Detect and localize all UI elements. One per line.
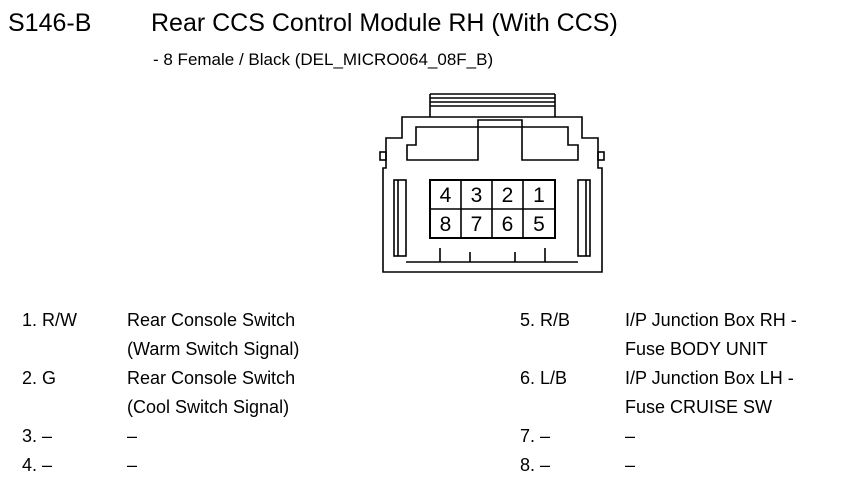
pin-description-line: I/P Junction Box RH - — [625, 310, 797, 330]
pin-number-4: 4 — [440, 184, 452, 207]
pin-description-line: Fuse BODY UNIT — [625, 339, 768, 359]
pin-description: Rear Console Switch (Cool Switch Signal) — [127, 367, 295, 425]
pin-circuit-label: 5. R/B — [520, 310, 571, 330]
connector-housing — [382, 116, 603, 273]
pin-entry: 1. R/W Rear Console Switch (Warm Switch Si… — [22, 309, 299, 367]
pin-description-line: Rear Console Switch — [127, 368, 296, 388]
pin-description-line: I/P Junction Box LH - — [625, 368, 794, 388]
pin-number-3: 3 — [471, 184, 483, 207]
pin-circuit-label: 3. – — [22, 426, 53, 446]
pin-number-8: 8 — [440, 213, 452, 236]
pin-description: – — [127, 425, 137, 454]
pin-entry: 7. – – — [520, 425, 797, 454]
pin-description-line: (Warm Switch Signal) — [127, 339, 300, 359]
pin-description-line: (Cool Switch Signal) — [127, 397, 290, 417]
pin-circuit-label: 6. L/B — [520, 368, 568, 388]
pin-circuit-label: 4. – — [22, 455, 53, 475]
pin-description: Rear Console Switch (Warm Switch Signal) — [127, 309, 299, 367]
pin-description: I/P Junction Box LH - Fuse CRUISE SW — [625, 367, 794, 425]
pin-list-left: 1. R/W Rear Console Switch (Warm Switch Si… — [22, 309, 299, 483]
pin-entry: 4. – – — [22, 454, 299, 483]
pin-entry: 5. R/B I/P Junction Box RH - Fuse BODY UNI… — [520, 309, 797, 367]
pin-entry: 2. G Rear Console Switch (Cool Switch Sign… — [22, 367, 299, 425]
connector-title: Rear CCS Control Module RH (With CCS) — [151, 9, 618, 37]
pin-circuit-label: 1. R/W — [22, 310, 78, 330]
pin-description: – — [127, 454, 137, 483]
pin-number-1: 1 — [533, 184, 545, 207]
pin-description-line: – — [127, 426, 138, 446]
pin-description-line: – — [625, 455, 636, 475]
pin-circuit-label: 2. G — [22, 368, 57, 388]
pin-description-line: – — [127, 455, 138, 475]
pin-number-2: 2 — [502, 184, 514, 207]
pin-description-line: Rear Console Switch — [127, 310, 296, 330]
pin-description: – — [625, 425, 635, 454]
pin-description: I/P Junction Box RH - Fuse BODY UNIT — [625, 309, 797, 367]
locking-cavity — [406, 119, 579, 161]
pin-entry: 3. – – — [22, 425, 299, 454]
pin-number-7: 7 — [471, 213, 483, 236]
latch-ribs — [429, 93, 556, 117]
connector-subtitle: - 8 Female / Black (DEL_MICRO064_08F_B) — [153, 50, 494, 69]
pin-description: – — [625, 454, 635, 483]
pin-number-5: 5 — [533, 213, 545, 236]
pin-entry: 8. – – — [520, 454, 797, 483]
pin-number-6: 6 — [502, 213, 514, 236]
pin-circuit-label: 7. – — [520, 426, 551, 446]
pin-entry: 6. L/B I/P Junction Box LH - Fuse CRUISE S… — [520, 367, 797, 425]
pin-description-line: – — [625, 426, 636, 446]
pin-list-right: 5. R/B I/P Junction Box RH - Fuse BODY UNI… — [520, 309, 797, 483]
pin-description-line: Fuse CRUISE SW — [625, 397, 773, 417]
pin-circuit-label: 8. – — [520, 455, 551, 475]
connector-id: S146-B — [8, 9, 92, 37]
